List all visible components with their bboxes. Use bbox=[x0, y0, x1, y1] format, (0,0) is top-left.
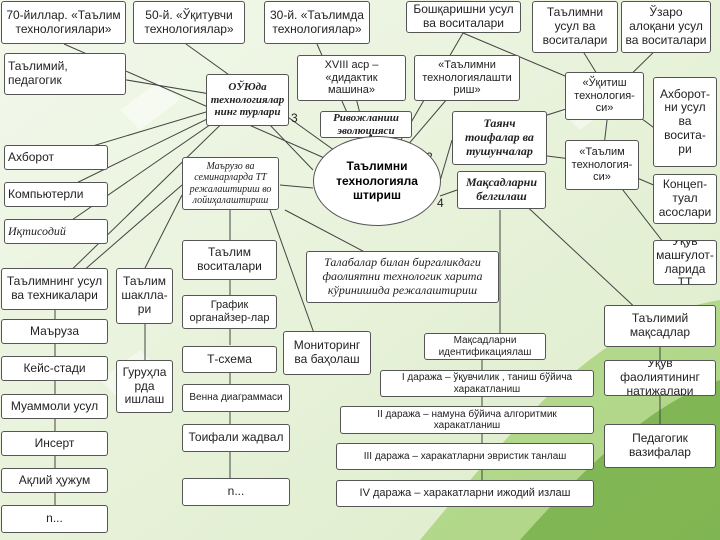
node-tech-map-planning: Талабалар билан биргаликдаги фаолиятни т… bbox=[306, 251, 499, 303]
node-insert: Инсерт bbox=[1, 431, 108, 456]
node-computer: Компьютерли bbox=[4, 182, 108, 207]
node-education-technologization: «Таълимни технологиялашти риш» bbox=[414, 55, 520, 101]
node-70s-education-tech: 70-йиллар. «Таълим технологиялари» bbox=[1, 1, 126, 44]
node-information-methods: Ахборот- ни усул ва восита- ри bbox=[653, 77, 717, 167]
central-node: Таълимни технологияла штириш bbox=[313, 136, 441, 226]
node-education-methods: Таълимни усул ва воситалари bbox=[532, 1, 618, 53]
label-number-3: 3 bbox=[291, 111, 298, 125]
node-seminar-planning: Маърузо ва семинарларда ТТ режалаштириш … bbox=[182, 157, 279, 210]
node-lecture: Маъруза bbox=[1, 319, 108, 344]
node-xviii-didactic-machine: XVIII аср – «дидактик машина» bbox=[297, 55, 406, 101]
node-interaction-methods: Ўзаро алоқани усул ва воситалари bbox=[621, 1, 711, 53]
node-group-work: Гуруҳла рда ишлаш bbox=[116, 360, 173, 413]
node-goal-setting: Мақсадларни белгилаш bbox=[457, 171, 546, 209]
node-training-sessions-tt: Ўқув машғулот- ларида ТТ bbox=[653, 240, 717, 285]
node-level-3: III даража – харакатларни эвристик танла… bbox=[336, 443, 594, 470]
node-level-4: IV даража – харакатларни ижодий излаш bbox=[336, 480, 594, 507]
node-education-forms: Таълим шаклла- ри bbox=[116, 268, 173, 324]
node-goal-identification: Мақсадларни идентификациялаш bbox=[424, 333, 546, 360]
node-information: Ахборот bbox=[4, 145, 108, 170]
node-level-1: I даража – ўқувчилик , таниш бўйича хара… bbox=[380, 370, 594, 397]
node-educational-pedagogical: Таълимий, педагогик bbox=[4, 53, 126, 95]
node-level-2: II даража – намуна бўйича алгоритмик хар… bbox=[340, 406, 594, 434]
node-teaching-technology: «Ўқитиш технология- си» bbox=[565, 72, 644, 120]
node-n-left: n... bbox=[1, 505, 108, 533]
node-development-evolution: Ривожланиш эволюцияси bbox=[320, 111, 412, 138]
node-case-study: Кейс-стади bbox=[1, 356, 108, 381]
node-education-methods-techniques: Таълимнинг усул ва техникалари bbox=[1, 268, 108, 310]
node-oyuda-tech-types: ОЎЮда технологиялар нинг турлари bbox=[206, 74, 289, 126]
node-30s-tech-in-education: 30-й. «Таълимда технологиялар» bbox=[264, 1, 370, 44]
node-brainstorm: Ақлий ҳужум bbox=[1, 468, 108, 493]
node-key-concepts: Таянч тоифалар ва тушунчалар bbox=[452, 111, 547, 165]
node-conceptual-basis: Концеп- туал асослари bbox=[653, 174, 717, 224]
node-graphic-organizers: График органайзер-лар bbox=[182, 295, 277, 329]
node-problem-method: Муаммоли усул bbox=[1, 394, 108, 419]
node-pedagogical-tasks: Педагогик вазифалар bbox=[604, 424, 716, 468]
node-50s-teacher-tech: 50-й. «Ўқитувчи технологиялар» bbox=[133, 1, 245, 44]
node-learning-outcomes: Ўқув фаолиятининг натижалари bbox=[604, 360, 716, 396]
node-monitoring-assessment: Мониторинг ва баҳолаш bbox=[283, 331, 371, 375]
node-t-chart: Т-схема bbox=[182, 346, 277, 373]
node-education-technology: «Таълим технология- си» bbox=[565, 140, 639, 190]
node-education-tools: Таълим воситалари bbox=[182, 240, 277, 280]
node-n-middle: n... bbox=[182, 478, 290, 506]
label-number-4: 4 bbox=[437, 196, 444, 210]
node-venn-diagram: Венна диаграммаси bbox=[182, 384, 290, 412]
node-category-table: Тоифали жадвал bbox=[182, 424, 290, 452]
node-economic: Иқтисодий bbox=[4, 219, 108, 244]
node-educational-goals: Таълимий мақсадлар bbox=[604, 305, 716, 347]
node-management-methods: Бошқаришни усул ва воситалари bbox=[406, 1, 521, 33]
